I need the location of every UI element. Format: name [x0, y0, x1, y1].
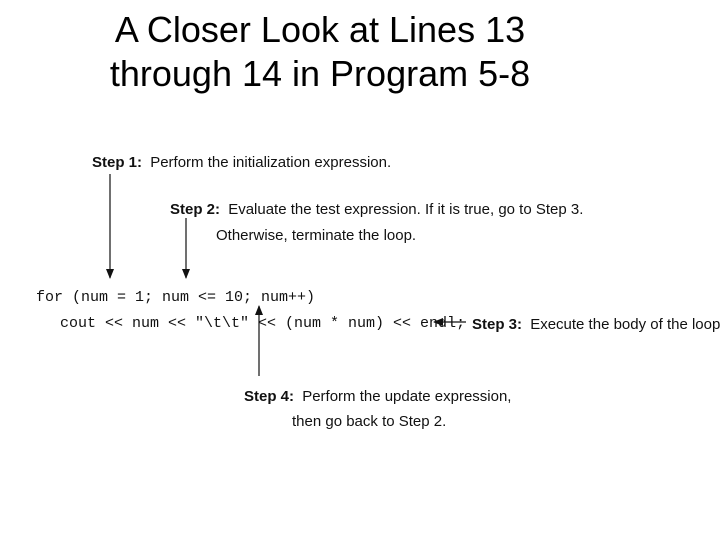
step-4-text: Perform the update expression,: [302, 388, 511, 405]
step-4-text-line-2: then go back to Step 2.: [292, 413, 446, 430]
code-line-14: cout << num << "\t\t" << (num * num) << …: [60, 315, 465, 332]
step-4-label: Step 4:: [244, 388, 294, 405]
step-3-text: Execute the body of the loop.: [530, 316, 720, 333]
code-line-13: for (num = 1; num <= 10; num++): [36, 289, 315, 306]
step-1-callout: Step 1: Perform the initialization expre…: [92, 154, 391, 171]
step-3-callout: Step 3: Execute the body of the loop.: [472, 316, 720, 333]
step-2-callout: Step 2: Evaluate the test expression. If…: [170, 201, 583, 218]
step-4-callout: Step 4: Perform the update expression,: [244, 388, 511, 405]
title-line-1: A Closer Look at Lines 13: [114, 9, 526, 50]
step-2-text-line-2: Otherwise, terminate the loop.: [216, 227, 416, 244]
step-2-label: Step 2:: [170, 201, 220, 218]
title-line-2: through 14 in Program 5-8: [109, 53, 531, 94]
step-1-label: Step 1:: [92, 154, 142, 171]
step-3-label: Step 3:: [472, 316, 522, 333]
step-1-text: Perform the initialization expression.: [150, 154, 391, 171]
slide-title: A Closer Look at Lines 13 through 14 in …: [0, 8, 640, 96]
step-2-text: Evaluate the test expression. If it is t…: [228, 201, 583, 218]
